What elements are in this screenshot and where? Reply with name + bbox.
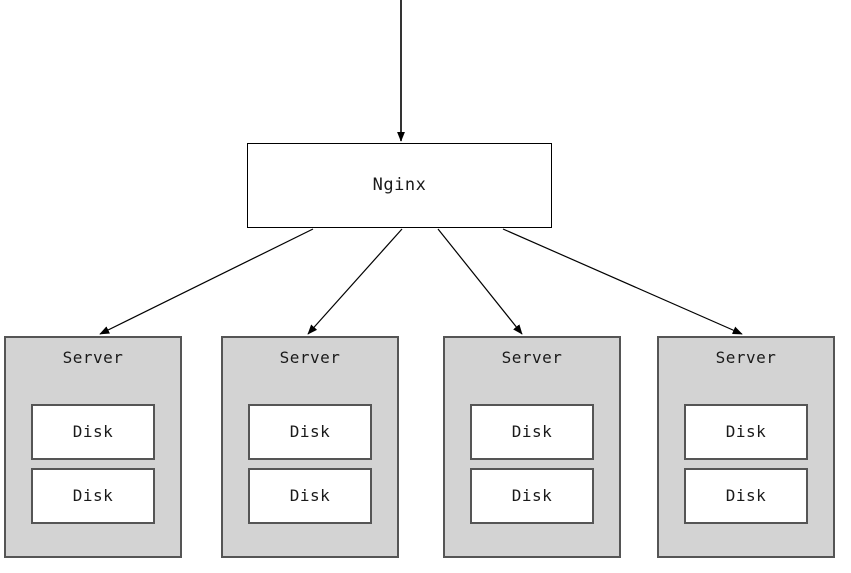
node-server-4-disk-1-label: Disk xyxy=(725,422,767,441)
node-server-2-disk-1[interactable]: Disk xyxy=(248,404,372,460)
node-server-2-disk-1-label: Disk xyxy=(289,422,331,441)
node-nginx[interactable]: Nginx xyxy=(247,143,552,228)
node-server-1-disk-2[interactable]: Disk xyxy=(31,468,155,524)
node-nginx-label: Nginx xyxy=(372,175,427,195)
node-server-3-label: Server xyxy=(501,348,563,367)
edge-nginx-to-server-2 xyxy=(307,228,403,335)
node-server-3-disk-2-label: Disk xyxy=(511,486,553,505)
node-server-2-label: Server xyxy=(279,348,341,367)
node-server-1-disk-1-label: Disk xyxy=(72,422,114,441)
node-server-1-label: Server xyxy=(62,348,124,367)
edge-nginx-to-server-1 xyxy=(99,228,314,335)
node-server-1[interactable]: Server Disk Disk xyxy=(4,336,182,558)
node-server-1-disk-2-label: Disk xyxy=(72,486,114,505)
node-server-4-disk-1[interactable]: Disk xyxy=(684,404,808,460)
node-server-2-disk-2[interactable]: Disk xyxy=(248,468,372,524)
node-server-4-disk-2[interactable]: Disk xyxy=(684,468,808,524)
edge-nginx-to-server-3 xyxy=(437,228,523,335)
node-server-4-disk-2-label: Disk xyxy=(725,486,767,505)
node-server-4[interactable]: Server Disk Disk xyxy=(657,336,835,558)
node-server-3-disk-1[interactable]: Disk xyxy=(470,404,594,460)
node-server-3-disk-2[interactable]: Disk xyxy=(470,468,594,524)
edge-nginx-to-server-4 xyxy=(502,228,743,335)
node-server-3-disk-1-label: Disk xyxy=(511,422,553,441)
node-server-4-label: Server xyxy=(715,348,777,367)
node-server-1-disk-1[interactable]: Disk xyxy=(31,404,155,460)
node-server-3[interactable]: Server Disk Disk xyxy=(443,336,621,558)
node-server-2-disk-2-label: Disk xyxy=(289,486,331,505)
node-server-2[interactable]: Server Disk Disk xyxy=(221,336,399,558)
